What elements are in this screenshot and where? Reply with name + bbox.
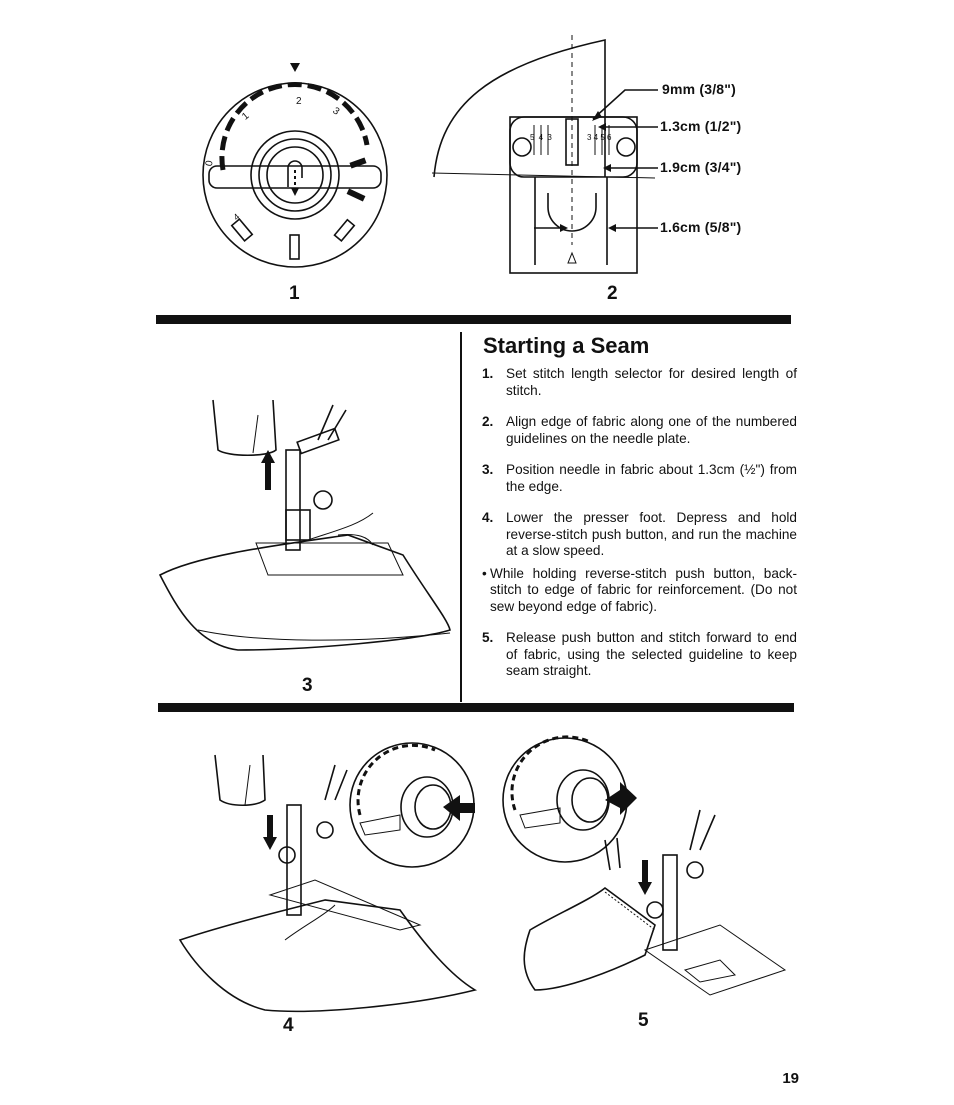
needle-plate-illustration [431,35,658,274]
step-3-number: 3. [482,462,494,477]
step-2-number: 2. [482,414,494,429]
divider-bottom [158,703,794,712]
step-4-text: Lower the presser foot. Depress and hold… [506,510,797,558]
forward-stitch-illustration [502,735,787,996]
step-1-text: Set stitch length selector for desired l… [506,366,797,398]
measurement-1-9cm: 1.9cm (3/4") [660,159,742,175]
plate-right-numbers: 3 4 5 6 [587,133,612,142]
measurement-1-3cm: 1.3cm (1/2") [660,118,742,134]
figure-label-3: 3 [302,675,313,696]
step-3-text: Position needle in fabric about 1.3cm (½… [506,462,797,494]
bullet-text: While holding reverse-stitch push button… [490,565,797,614]
step-1-number: 1. [482,366,494,381]
instruction-list: 1. Set stitch length selector for desire… [482,366,797,695]
measurement-9mm: 9mm (3/8") [662,81,736,97]
step-5-text: Release push button and stitch forward t… [506,630,797,678]
figure-label-5: 5 [638,1010,649,1031]
stitch-length-dial-illustration [202,63,388,268]
divider-top [156,315,791,324]
sewing-start-illustration [158,399,451,651]
figure-label-1: 1 [289,283,300,304]
step-4-number: 4. [482,510,494,525]
step-4: 4. Lower the presser foot. Depress and h… [482,510,797,560]
step-2-text: Align edge of fabric along one of the nu… [506,414,797,446]
step-1: 1. Set stitch length selector for desire… [482,366,797,399]
step-3: 3. Position needle in fabric about 1.3cm… [482,462,797,495]
bullet-mark: • [482,565,487,581]
reverse-stitch-illustration [178,742,478,1013]
bullet-backstitch: • While holding reverse-stitch push butt… [482,566,797,616]
step-2: 2. Align edge of fabric along one of the… [482,414,797,447]
divider-vertical [460,332,462,702]
figure-label-2: 2 [607,283,618,304]
measurement-1-6cm: 1.6cm (5/8") [660,219,742,235]
plate-left-numbers: 5 4 3 [530,133,553,142]
step-5-number: 5. [482,630,494,645]
figure-label-4: 4 [283,1015,294,1036]
dial-mark-2: 2 [296,96,302,107]
page-number: 19 [782,1070,799,1087]
section-title: Starting a Seam [483,333,650,358]
step-5: 5. Release push button and stitch forwar… [482,630,797,680]
